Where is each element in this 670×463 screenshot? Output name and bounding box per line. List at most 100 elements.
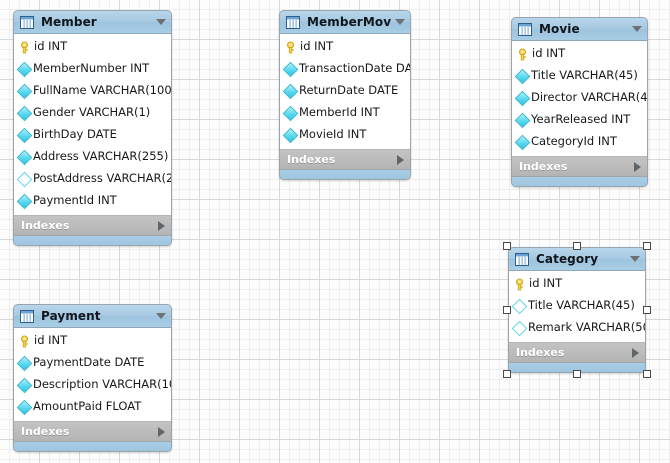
primary-key-icon — [516, 278, 523, 290]
expand-arrow-icon[interactable] — [634, 161, 641, 172]
table-column-row[interactable]: BirthDay DATE — [14, 124, 171, 146]
table-icon — [286, 15, 300, 29]
primary-key-icon — [287, 41, 294, 53]
indexes-label: Indexes — [21, 219, 70, 232]
table-column-row[interactable]: id INT — [14, 330, 171, 352]
table-columns-member: id INT MemberNumber INT FullName VARCHAR(1… — [14, 34, 171, 216]
column-diamond-icon — [16, 149, 33, 165]
table-header-movie[interactable]: Movie — [512, 18, 647, 41]
chevron-down-icon[interactable] — [156, 313, 166, 319]
table-column-row[interactable]: MovieId INT — [280, 124, 410, 146]
column-label: id INT — [300, 39, 334, 54]
resize-handle-e[interactable] — [643, 306, 651, 314]
resize-handle-n[interactable] — [573, 242, 581, 250]
table-column-row[interactable]: Title VARCHAR(45) — [512, 65, 647, 87]
table-column-row[interactable]: Remark VARCHAR(500) — [509, 317, 645, 339]
chevron-down-icon[interactable] — [156, 19, 166, 25]
table-column-row[interactable]: id INT — [14, 36, 171, 58]
table-column-row[interactable]: CategoryId INT — [512, 131, 647, 153]
expand-arrow-icon[interactable] — [397, 154, 404, 165]
column-label: FullName VARCHAR(100) — [33, 83, 172, 98]
table-footer — [512, 177, 647, 186]
chevron-down-icon[interactable] — [632, 26, 642, 32]
primary-key-icon — [21, 335, 28, 347]
table-header-membermovie[interactable]: MemberMovie — [280, 11, 410, 34]
chevron-down-icon[interactable] — [630, 256, 640, 262]
table-icon — [515, 252, 529, 266]
table-icon — [518, 22, 532, 36]
table-column-row[interactable]: ReturnDate DATE — [280, 80, 410, 102]
table-column-row[interactable]: id INT — [512, 43, 647, 65]
table-column-row[interactable]: id INT — [509, 273, 645, 295]
table-column-row[interactable]: AmountPaid FLOAT — [14, 396, 171, 418]
table-footer — [509, 363, 645, 372]
table-column-row[interactable]: MemberId INT — [280, 102, 410, 124]
column-label: Description VARCHAR(100) — [33, 377, 171, 392]
table-column-row[interactable]: PaymentDate DATE — [14, 352, 171, 374]
table-column-row[interactable]: Director VARCHAR(45) — [512, 87, 647, 109]
table-entity-membermovie[interactable]: MemberMovie id INT TransactionDate DATE Ret… — [279, 10, 411, 180]
resize-handle-nw[interactable] — [503, 242, 511, 250]
expand-arrow-icon[interactable] — [158, 220, 165, 231]
column-diamond-icon — [282, 105, 299, 121]
resize-handle-ne[interactable] — [643, 242, 651, 250]
indexes-label: Indexes — [21, 425, 70, 438]
table-icon — [20, 309, 34, 323]
table-column-row[interactable]: FullName VARCHAR(100) — [14, 80, 171, 102]
table-column-row[interactable]: id INT — [280, 36, 410, 58]
resize-handle-s[interactable] — [573, 370, 581, 378]
indexes-label: Indexes — [519, 160, 568, 173]
column-diamond-icon — [282, 61, 299, 77]
column-label: Director VARCHAR(45) — [531, 90, 648, 105]
table-column-row[interactable]: Gender VARCHAR(1) — [14, 102, 171, 124]
expand-arrow-icon[interactable] — [632, 347, 639, 358]
table-column-row[interactable]: MemberNumber INT — [14, 58, 171, 80]
primary-key-icon — [519, 48, 526, 60]
column-diamond-icon — [514, 68, 531, 84]
table-header-member[interactable]: Member — [14, 11, 171, 34]
column-label: MovieId INT — [299, 127, 367, 142]
column-diamond-icon — [514, 134, 531, 150]
indexes-section-category[interactable]: Indexes — [509, 343, 645, 363]
column-label: ReturnDate DATE — [299, 83, 399, 98]
column-label: MemberNumber INT — [33, 61, 150, 76]
table-column-row[interactable]: TransactionDate DATE — [280, 58, 410, 80]
column-diamond-icon — [282, 127, 299, 143]
indexes-label: Indexes — [516, 346, 565, 359]
table-header-category[interactable]: Category — [509, 248, 645, 271]
column-label: PostAddress VARCHAR(255) — [33, 171, 172, 186]
indexes-section-payment[interactable]: Indexes — [14, 422, 171, 442]
table-column-row[interactable]: Description VARCHAR(100) — [14, 374, 171, 396]
table-header-payment[interactable]: Payment — [14, 305, 171, 328]
table-columns-membermovie: id INT TransactionDate DATE ReturnDate DAT… — [280, 34, 410, 150]
table-column-row[interactable]: PostAddress VARCHAR(255) — [14, 168, 171, 190]
table-column-row[interactable]: PaymentId INT — [14, 190, 171, 212]
indexes-section-member[interactable]: Indexes — [14, 216, 171, 236]
table-columns-category: id INT Title VARCHAR(45) Remark VARCHAR(50… — [509, 271, 645, 343]
indexes-label: Indexes — [287, 153, 336, 166]
table-column-row[interactable]: Title VARCHAR(45) — [509, 295, 645, 317]
indexes-section-movie[interactable]: Indexes — [512, 157, 647, 177]
table-column-row[interactable]: YearReleased INT — [512, 109, 647, 131]
indexes-section-membermovie[interactable]: Indexes — [280, 150, 410, 170]
column-label: Title VARCHAR(45) — [528, 298, 635, 313]
resize-handle-sw[interactable] — [503, 370, 511, 378]
column-diamond-icon — [511, 298, 528, 314]
chevron-down-icon[interactable] — [395, 19, 405, 25]
column-diamond-icon — [16, 127, 33, 143]
column-label: BirthDay DATE — [33, 127, 117, 142]
expand-arrow-icon[interactable] — [158, 426, 165, 437]
column-label: AmountPaid FLOAT — [33, 399, 142, 414]
column-diamond-icon — [16, 61, 33, 77]
column-label: TransactionDate DATE — [299, 61, 411, 76]
resize-handle-se[interactable] — [643, 370, 651, 378]
resize-handle-w[interactable] — [503, 306, 511, 314]
table-column-row[interactable]: Address VARCHAR(255) — [14, 146, 171, 168]
